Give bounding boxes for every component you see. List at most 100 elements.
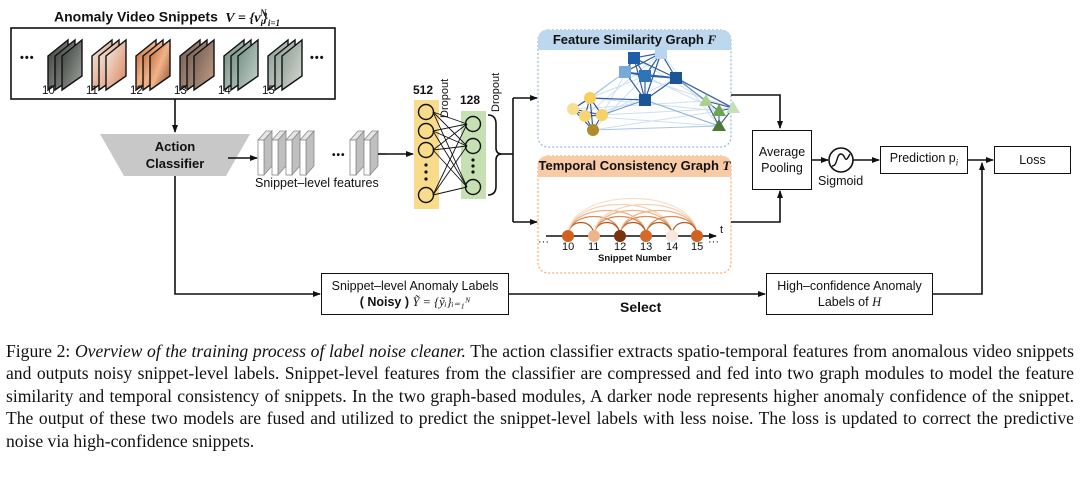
select-label: Select: [620, 299, 662, 315]
video-frame: [281, 38, 303, 92]
arrow-feature-graph-to-pooling: [731, 94, 783, 129]
video-frame: [237, 38, 259, 92]
mlp-ellipsis-dot: [424, 163, 428, 167]
feature-block: [349, 139, 357, 176]
temporal-consistency-graph: [546, 197, 717, 242]
graph-edge: [592, 75, 646, 131]
video-snippets-title-text: Anomaly Video Snippets: [54, 8, 218, 25]
mlp-node-128: [464, 178, 482, 196]
temporal-tick: 10: [562, 241, 575, 253]
temporal-xlabel: Snippet Number: [598, 253, 672, 264]
graph-edge: [660, 52, 720, 127]
layer2-size-label: 128: [460, 93, 481, 107]
feature-blocks: [257, 129, 386, 177]
high-conf-line1: High–confidence Anomaly: [777, 279, 922, 293]
video-snippets-math: V = {vi}i=1N: [221, 8, 280, 28]
output-brace: [487, 114, 503, 196]
temporal-graph-box: [537, 155, 732, 274]
mlp-node-512: [417, 186, 435, 204]
temporal-node: [691, 230, 703, 242]
noisy-labels-line1: Snippet–level Anomaly Labels: [331, 279, 499, 293]
mlp-connections: [417, 103, 482, 204]
figure-caption: Figure 2: Overview of the training proce…: [6, 340, 1074, 452]
mlp-edge: [432, 123, 468, 151]
snippet-number: 13: [174, 85, 187, 97]
snippet-number: 15: [262, 85, 275, 97]
mlp-edge: [432, 149, 468, 188]
diagram-connectors: [10, 27, 994, 297]
feature-graph-symbol: F: [707, 32, 717, 47]
noisy-tag: ( Noisy ): [359, 295, 409, 309]
mlp-edge: [432, 111, 468, 125]
features-label: Snippet–level features: [255, 176, 379, 190]
graph-node-square: [670, 72, 682, 84]
temporal-axis-label: t: [720, 224, 724, 236]
feature-block: [271, 139, 279, 176]
graph-edge: [633, 57, 677, 79]
graph-edge: [675, 77, 734, 109]
mlp-node-512: [417, 122, 435, 140]
graph-node-square: [628, 52, 640, 64]
video-frames: [47, 38, 303, 92]
mlp-node-128: [464, 115, 482, 133]
arrow-classifier-to-noisy-labels: [174, 176, 321, 297]
graph-node-triangle: [726, 101, 740, 113]
video-frame: [61, 38, 83, 92]
caption-prefix: Figure 2:: [6, 341, 75, 361]
graph-node-circle: [579, 110, 591, 122]
mlp-ellipsis-dot: [471, 170, 475, 174]
average-pooling-line2: Pooling: [761, 161, 803, 175]
high-conf-line2: Labels of: [817, 295, 869, 309]
mlp-edge: [432, 145, 468, 151]
graph-node-square: [639, 94, 651, 106]
mlp-edge: [432, 111, 468, 147]
graph-edge: [592, 110, 720, 131]
video-ellipsis-right: •••: [310, 52, 325, 64]
temporal-tick: 12: [614, 241, 627, 253]
graph-node-square: [639, 70, 651, 82]
temporal-tick: 13: [640, 241, 653, 253]
snippet-number: 14: [218, 85, 231, 97]
graph-node-circle: [567, 103, 579, 115]
arrow-temporal-graph-to-pooling: [731, 190, 783, 223]
sigmoid-icon: [828, 147, 854, 173]
action-classifier-shape: [100, 134, 250, 176]
mlp-ellipsis-dot: [424, 177, 428, 181]
temporal-edge: [567, 197, 698, 237]
average-pooling-box: Average Pooling: [752, 130, 812, 190]
graph-edge: [584, 52, 662, 117]
noisy-labels-box: Snippet–level Anomaly Labels ( Noisy ) Ỹ…: [321, 273, 509, 315]
prediction-label: Prediction p: [889, 150, 956, 165]
feature-block: [299, 139, 307, 176]
snippet-number: 11: [86, 85, 98, 97]
arrow-high-conf-to-loss: [932, 162, 985, 295]
feature-graph-title-text: Feature Similarity Graph: [552, 32, 704, 47]
graph-node-triangle: [712, 104, 726, 116]
mlp-node-128: [464, 137, 482, 155]
video-frame: [193, 38, 215, 92]
loss-box: Loss: [994, 146, 1071, 174]
snippet-number: 10: [42, 85, 55, 97]
mlp-ellipsis-dot: [471, 164, 475, 168]
graph-edge: [601, 99, 646, 116]
temporal-node: [562, 230, 574, 242]
training-overview-diagram: Anomaly Video Snippets V = {vi}i=1N ••• …: [10, 8, 1071, 315]
feature-block: [285, 139, 293, 176]
feature-graph-title: Feature Similarity Graph F: [538, 32, 731, 48]
sigmoid-label: Sigmoid: [818, 174, 864, 188]
mlp-edge: [432, 111, 468, 188]
loss-label: Loss: [1019, 153, 1046, 167]
dropout1-label: Dropout: [439, 78, 451, 118]
dropout2-label: Dropout: [490, 72, 502, 112]
graph-edge: [592, 125, 720, 131]
temporal-ellipsis-right: ···: [708, 236, 719, 248]
average-pooling-line1: Average: [758, 145, 806, 159]
graph-node-triangle: [712, 119, 726, 131]
graph-node-square: [619, 66, 631, 78]
mlp-edge: [432, 186, 468, 196]
graph-edge: [644, 99, 720, 127]
mlp-edge: [432, 130, 468, 147]
temporal-graph-header: [538, 156, 731, 177]
snippet-number: 12: [130, 85, 143, 97]
noisy-labels-math: Ỹ = {ỹᵢ}ᵢ₌₁ᴺ: [412, 295, 471, 309]
